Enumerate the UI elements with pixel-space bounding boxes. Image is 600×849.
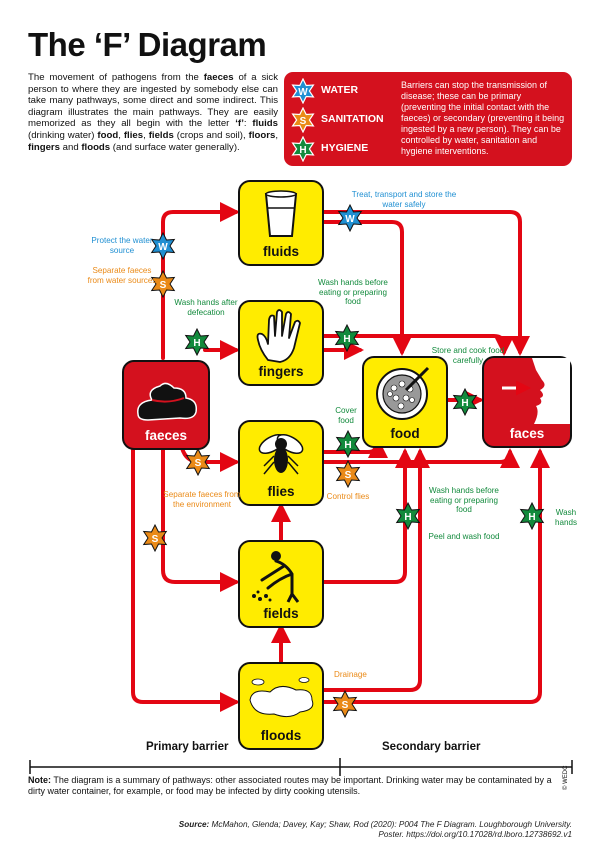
- copyright-notice: © WEDC: [563, 765, 569, 790]
- note-store-cook: Store and cook food carefully: [431, 346, 505, 365]
- note-control-flies: Control flies: [326, 492, 370, 501]
- footnote: Note: The diagram is a summary of pathwa…: [28, 775, 552, 796]
- box-floods-label: floods: [260, 728, 302, 743]
- box-fields-label: fields: [263, 606, 299, 621]
- box-fields: fields: [238, 540, 324, 628]
- box-faces: faces: [482, 356, 572, 448]
- hygiene-star-icon: H: [291, 136, 315, 162]
- box-faeces: faeces: [122, 360, 210, 450]
- secondary-barrier-label: Secondary barrier: [382, 741, 481, 753]
- legend-label-water: WATER: [321, 84, 359, 96]
- box-fluids: fluids: [238, 180, 324, 266]
- arrow-floods-food: [320, 448, 430, 692]
- arrow-faeces-flies: [180, 446, 240, 472]
- fly-icon: [258, 433, 304, 475]
- arrow-faeces-floods: [131, 446, 240, 712]
- faeces-icon: [137, 382, 198, 421]
- hand-icon: [256, 309, 301, 363]
- arrow-fluids-food: [318, 220, 412, 356]
- box-flies-label: flies: [267, 484, 295, 499]
- note-wash-before-eating: Wash hands before eating or preparing fo…: [429, 486, 499, 514]
- box-food: food: [362, 356, 448, 448]
- box-faces-label: faces: [509, 426, 545, 441]
- puddle-icon: [249, 677, 314, 718]
- arrow-faeces-fields: [161, 446, 240, 592]
- box-faeces-label: faeces: [144, 428, 188, 443]
- food-bowl-icon: [376, 366, 430, 420]
- arrow-fields-food: [320, 448, 415, 584]
- water-star-icon: W: [291, 78, 315, 104]
- arrow-floods-faces: [320, 448, 550, 704]
- note-cover-food: Cover food: [335, 406, 357, 425]
- primary-barrier-label: Primary barrier: [146, 741, 229, 753]
- box-fingers: fingers: [238, 300, 324, 386]
- farmer-icon: [252, 551, 300, 603]
- note-wash-hands: Wash hands: [554, 508, 578, 527]
- note-wash-before-eating-preparing: Wash hands before eating or preparing fo…: [318, 278, 388, 306]
- note-protect-source: Protect the water source: [91, 236, 153, 255]
- box-food-label: food: [390, 426, 420, 441]
- box-floods: floods: [238, 662, 324, 750]
- note-drainage: Drainage: [334, 670, 367, 679]
- sanitation-star-icon: S: [291, 107, 315, 133]
- arrow-flies-faces: [320, 448, 520, 469]
- svg-text:W: W: [298, 87, 308, 98]
- page-title: The ‘F’ Diagram: [28, 26, 267, 63]
- glass-icon: [264, 190, 298, 237]
- box-flies: flies: [238, 420, 324, 506]
- legend-label-hygiene: HYGIENE: [321, 142, 369, 154]
- legend-description: Barriers can stop the transmission of di…: [401, 80, 565, 156]
- intro-paragraph: The movement of pathogens from the faece…: [28, 72, 279, 153]
- note-separate-faeces-env: Separate faeces from the environment: [163, 490, 241, 509]
- legend-label-sanitation: SANITATION: [321, 113, 384, 125]
- svg-text:H: H: [299, 145, 306, 156]
- arrow-faeces-fluids: [161, 202, 240, 360]
- note-wash-after-defecation: Wash hands after defecation: [174, 298, 238, 317]
- svg-text:S: S: [300, 116, 307, 127]
- note-separate-faeces-water: Separate faeces from water sources: [87, 266, 157, 285]
- legend-box: W WATER S SANITATION H HYGIENE Barriers …: [284, 72, 572, 166]
- note-treat-water: Treat, transport and store the water saf…: [351, 190, 457, 209]
- box-fingers-label: fingers: [258, 364, 304, 379]
- face-profile-icon: [502, 358, 570, 424]
- source-citation: Source: McMahon, Glenda; Davey, Kay; Sha…: [178, 820, 572, 839]
- arrow-fluids-faces: [318, 210, 530, 356]
- arrow-fingers-faces: [320, 334, 514, 356]
- box-fluids-label: fluids: [263, 244, 299, 259]
- note-peel-wash: Peel and wash food: [428, 532, 500, 541]
